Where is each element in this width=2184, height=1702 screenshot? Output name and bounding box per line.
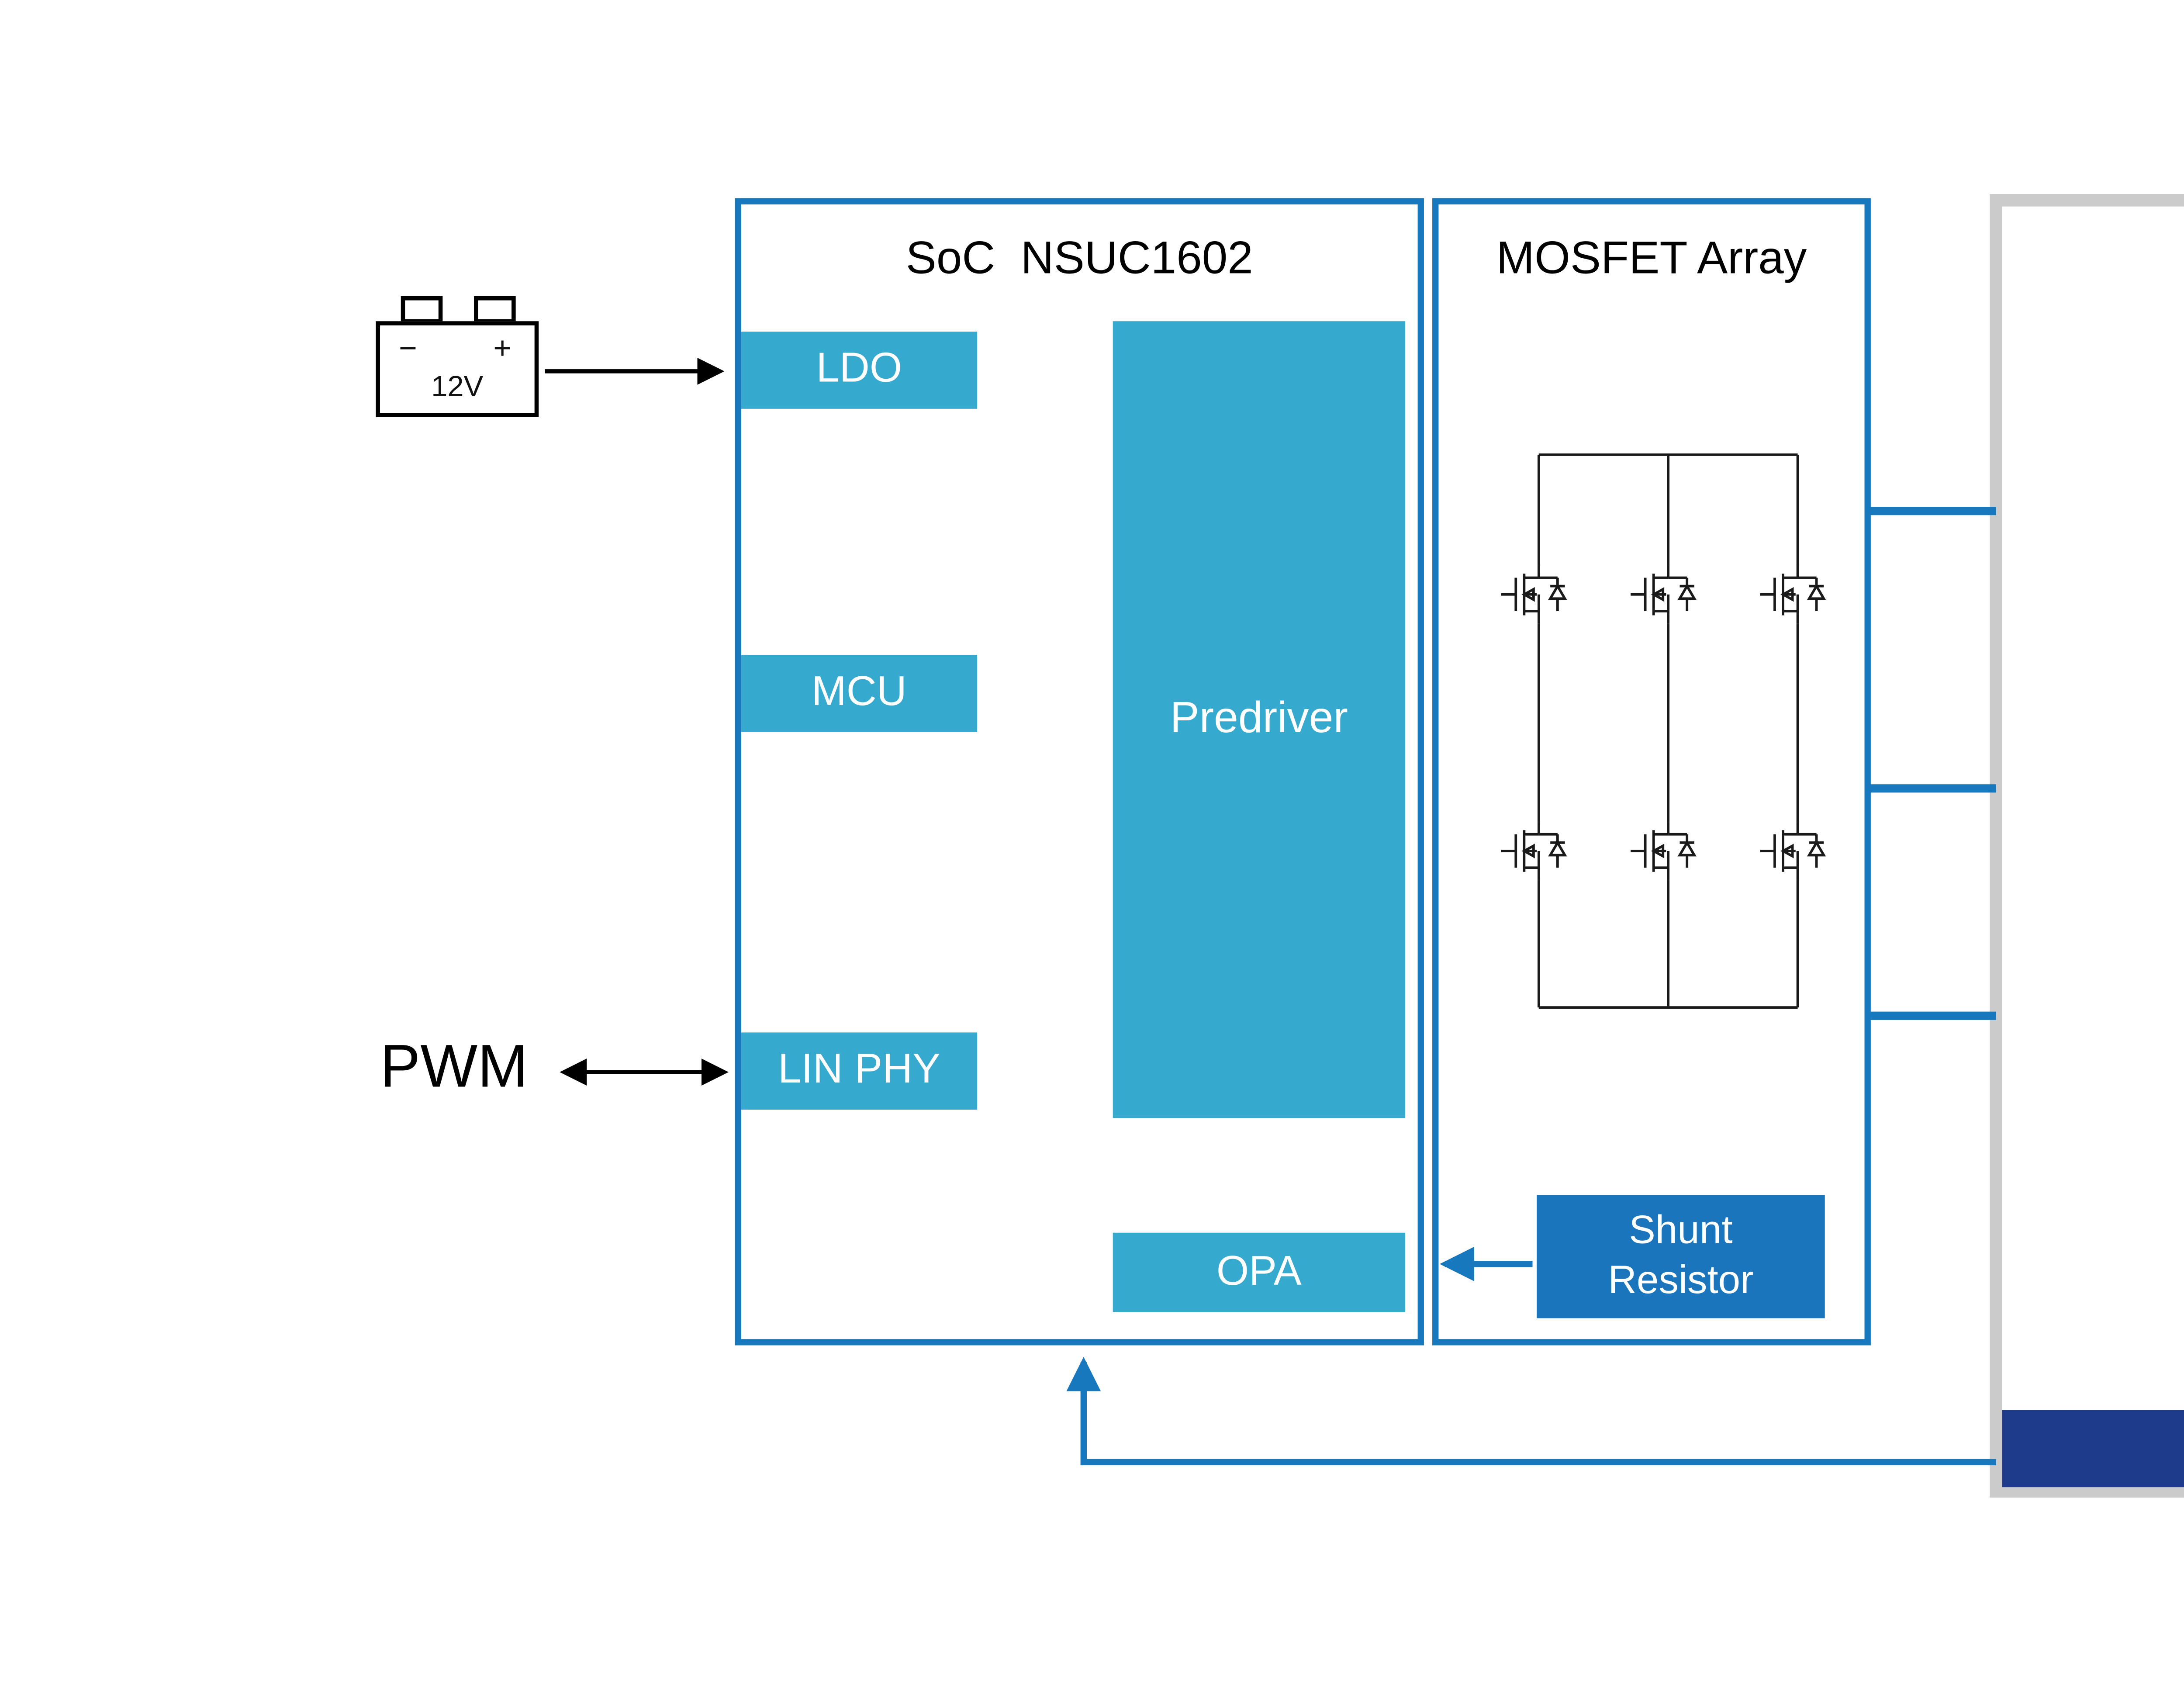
shunt-label-line1: Shunt — [1629, 1209, 1733, 1253]
shunt-label-line2: Resistor — [1608, 1259, 1754, 1303]
lin-phy-block: LIN PHY — [741, 1032, 978, 1110]
ldo-block: LDO — [741, 332, 978, 409]
predriver-block: Predriver — [1113, 321, 1405, 1118]
shunt-resistor-block: Shunt Resistor — [1537, 1195, 1825, 1318]
soc-block: SoC NSUC1602 LDO MCU LIN PHY Predriver O… — [735, 198, 1424, 1346]
motor-title: PWSM/BLDC/BDC — [2002, 232, 2184, 286]
ldo-label: LDO — [816, 346, 902, 392]
battery-body: − + 12V — [376, 321, 539, 417]
mcu-label: MCU — [812, 669, 907, 716]
lin-phy-label: LIN PHY — [778, 1047, 940, 1093]
mosfet-array-title: MOSFET Array — [1496, 231, 1807, 284]
battery-minus-label: − — [398, 332, 417, 367]
position-sensor-bar: Position Sensor — [2002, 1410, 2184, 1488]
mcu-block: MCU — [741, 655, 978, 732]
battery-icon: − + 12V — [376, 296, 543, 421]
mosfet-schematic — [1459, 453, 1856, 1009]
opa-block: OPA — [1113, 1232, 1405, 1312]
opa-label: OPA — [1216, 1248, 1302, 1294]
battery-terminal-minus — [401, 296, 443, 324]
predriver-label: Predriver — [1170, 694, 1348, 743]
motor-block: PWSM/BLDC/BDC M Position Sensor — [1990, 194, 2184, 1498]
soc-title: SoC NSUC1602 — [905, 231, 1253, 284]
battery-terminal-plus — [474, 296, 516, 324]
mosfet-array-block: MOSFET Array — [1432, 198, 1871, 1346]
battery-voltage-label: 12V — [431, 369, 484, 403]
pwm-label: PWM — [380, 1034, 528, 1101]
feedback-line — [1066, 1356, 1996, 1466]
battery-plus-label: + — [493, 332, 512, 367]
